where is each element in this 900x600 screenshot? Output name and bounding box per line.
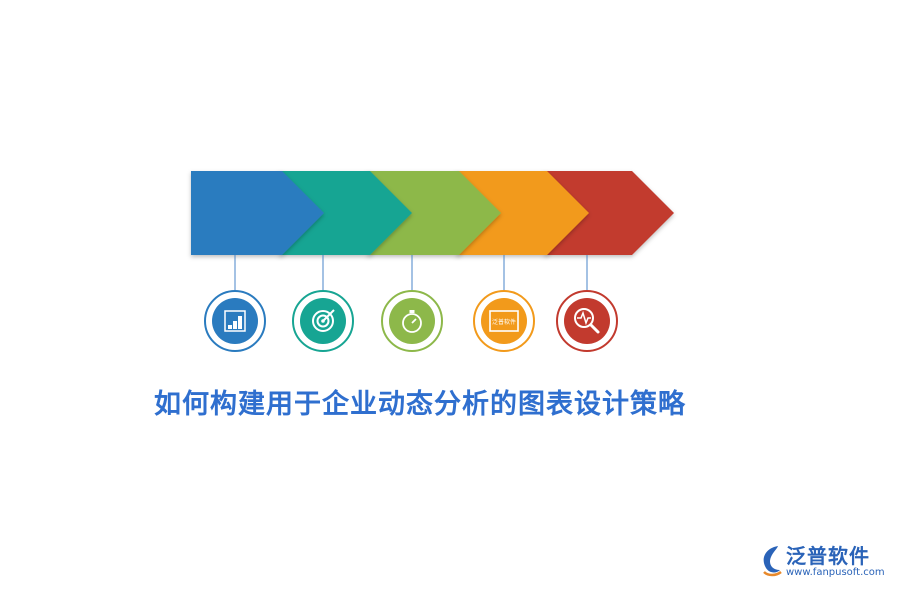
brand-logo: 泛普软件 www.fanpusoft.com: [758, 540, 888, 584]
target-icon: [292, 290, 354, 352]
monitor-card-label: 泛普软件: [492, 318, 516, 326]
logo-url: www.fanpusoft.com: [786, 567, 885, 578]
page-title: 如何构建用于企业动态分析的图表设计策略: [154, 389, 686, 420]
chevron-step-5: [543, 171, 674, 255]
connector-lines: [234, 255, 588, 290]
chevron-step-3: [366, 171, 501, 255]
chevron-step-4: [455, 171, 589, 255]
bar-chart-icon: [204, 290, 266, 352]
logo-swirl-icon: [763, 546, 782, 577]
chevron-step-2: [278, 171, 412, 255]
logo-name: 泛普软件: [786, 544, 870, 568]
magnifier-pulse-icon: [556, 290, 618, 352]
monitor-card-icon: 泛普软件: [473, 290, 535, 352]
chevron-step-1: [191, 171, 324, 255]
chevron-arrow-band: [191, 171, 674, 255]
step-icons: 泛普软件: [204, 290, 618, 352]
stopwatch-icon: [381, 290, 443, 352]
